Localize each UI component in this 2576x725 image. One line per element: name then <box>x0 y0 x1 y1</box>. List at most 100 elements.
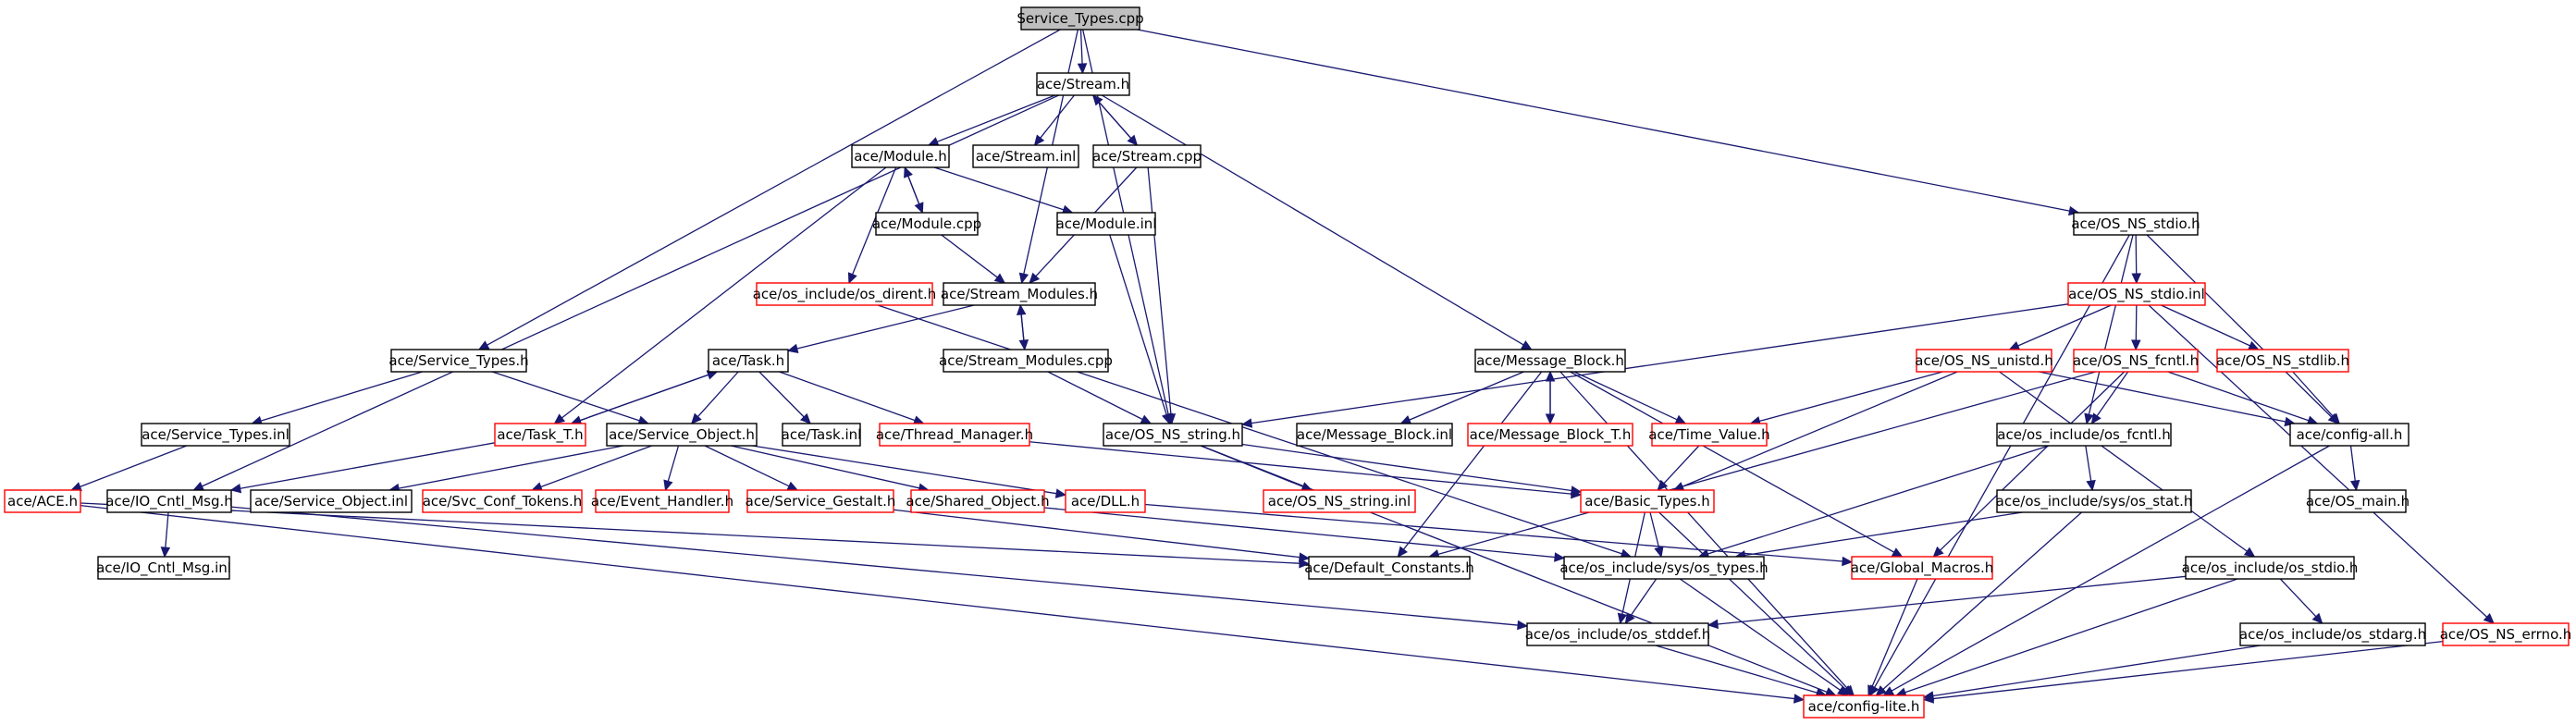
node-box <box>1020 6 1140 31</box>
node-os-ns-errno-h[interactable]: ace/OS_NS_errno.h <box>2440 622 2572 646</box>
node-box <box>708 349 789 373</box>
node-module-inl[interactable]: ace/Module.inl <box>1056 212 1157 236</box>
node-os-ns-stdio-inl[interactable]: ace/OS_NS_stdio.inl <box>2067 282 2206 306</box>
node-service-types-inl[interactable]: ace/Service_Types.inl <box>141 423 290 447</box>
node-shared-object-h[interactable]: ace/Shared_Object.h <box>906 489 1050 513</box>
node-box <box>1263 489 1416 513</box>
edge-module-cpp-to-module-h <box>904 166 923 214</box>
edge-os-ns-stdio-inl-to-os-ns-stdlib-h <box>2161 304 2260 350</box>
node-stream-modules-cpp[interactable]: ace/Stream_Modules.cpp <box>939 349 1113 373</box>
node-svc-conf-tokens-h[interactable]: ace/Svc_Conf_Tokens.h <box>422 489 583 513</box>
node-message-block-inl[interactable]: ace/Message_Block.inl <box>1296 423 1453 447</box>
node-event-handler-h[interactable]: ace/Event_Handler.h <box>591 489 733 513</box>
node-ace-h[interactable]: ace/ACE.h <box>4 489 81 513</box>
edge-os-ns-stdio-inl-to-os-ns-unistd-h <box>2008 304 2112 350</box>
node-os-dirent-h[interactable]: ace/os_include/os_dirent.h <box>753 282 937 306</box>
node-io-cntl-msg-h[interactable]: ace/IO_Cntl_Msg.h <box>105 489 233 513</box>
edge-stream-h-to-message-block-h <box>1101 94 1533 350</box>
node-message-block-t-h[interactable]: ace/Message_Block_T.h <box>1467 423 1633 447</box>
node-io-cntl-msg-inl[interactable]: ace/IO_Cntl_Msg.inl <box>96 556 231 580</box>
node-label: ace/os_include/os_fcntl.h <box>1997 426 2170 444</box>
node-box <box>1996 489 2192 513</box>
node-label: ace/os_include/os_stdio.h <box>2182 559 2359 577</box>
node-label: ace/OS_main.h <box>2306 493 2410 510</box>
node-config-all-h[interactable]: ace/config-all.h <box>2289 423 2410 447</box>
node-box <box>782 423 861 447</box>
node-label: ace/Task_T.h <box>497 426 583 444</box>
node-label: ace/config-all.h <box>2297 426 2403 443</box>
edge-root-to-stream-h <box>1077 29 1088 75</box>
node-root[interactable]: Service_Types.cpp <box>1017 6 1144 31</box>
node-stream-cpp[interactable]: ace/Stream.cpp <box>1092 144 1202 168</box>
node-thread-manager-h[interactable]: ace/Thread_Manager.h <box>876 423 1033 447</box>
node-dll-h[interactable]: ace/DLL.h <box>1065 489 1146 513</box>
node-os-ns-unistd-h[interactable]: ace/OS_NS_unistd.h <box>1915 349 2053 373</box>
edge-os-stdio-h-to-os-stddef-h <box>1707 575 2187 630</box>
node-default-constants-h[interactable]: ace/Default_Constants.h <box>1304 556 1474 580</box>
node-box <box>910 489 1045 513</box>
edge-io-cntl-msg-h-to-io-cntl-msg-inl <box>160 511 171 559</box>
node-time-value-h[interactable]: ace/Time_Value.h <box>1648 423 1770 447</box>
node-module-h[interactable]: ace/Module.h <box>851 144 950 168</box>
node-os-ns-stdio-h[interactable]: ace/OS_NS_stdio.h <box>2071 212 2200 236</box>
node-label: ace/OS_NS_errno.h <box>2440 626 2572 644</box>
node-os-ns-stdlib-h[interactable]: ace/OS_NS_stdlib.h <box>2216 349 2349 373</box>
edge-os-ns-fcntl-h-to-os-fcntl-h <box>2090 371 2129 424</box>
edge-stream-h-to-module-h <box>927 94 1055 147</box>
node-box <box>1036 72 1130 96</box>
edge-os-ns-fcntl-h-to-default-constants-h <box>1428 371 2096 559</box>
node-label: ace/Thread_Manager.h <box>876 426 1033 444</box>
node-task-inl[interactable]: ace/Task.inl <box>782 423 862 447</box>
node-label: ace/Time_Value.h <box>1648 426 1769 444</box>
node-stream-modules-h[interactable]: ace/Stream_Modules.h <box>941 282 1098 306</box>
node-os-types-h[interactable]: ace/os_include/sys/os_types.h <box>1559 556 1769 580</box>
node-os-ns-fcntl-h[interactable]: ace/OS_NS_fcntl.h <box>2073 349 2199 373</box>
node-os-fcntl-h[interactable]: ace/os_include/os_fcntl.h <box>1996 423 2172 447</box>
edge-os-types-h-to-config-lite-h <box>1679 578 1849 696</box>
node-box <box>606 423 758 447</box>
node-os-main-h[interactable]: ace/OS_main.h <box>2306 489 2410 513</box>
node-stream-inl[interactable]: ace/Stream.inl <box>972 144 1079 168</box>
node-box <box>875 212 979 236</box>
node-stream-h[interactable]: ace/Stream.h <box>1036 72 1130 96</box>
node-task-h[interactable]: ace/Task.h <box>708 349 789 373</box>
node-config-lite-h[interactable]: ace/config-lite.h <box>1803 694 1925 719</box>
node-global-macros-h[interactable]: ace/Global_Macros.h <box>1851 556 1994 580</box>
edge-message-block-h-to-config-lite-h <box>1559 371 1855 696</box>
node-service-gestalt-h[interactable]: ace/Service_Gestalt.h <box>746 489 896 513</box>
node-service-object-h[interactable]: ace/Service_Object.h <box>606 423 758 447</box>
node-label: ace/Task.inl <box>782 426 862 443</box>
node-box <box>1803 694 1925 719</box>
node-basic-types-h[interactable]: ace/Basic_Types.h <box>1580 489 1715 513</box>
edge-service-object-h-to-svc-conf-tokens-h <box>531 445 652 492</box>
edge-config-all-h-to-os-main-h <box>2349 445 2360 492</box>
node-task-t-h[interactable]: ace/Task_T.h <box>494 423 586 447</box>
node-os-ns-string-h[interactable]: ace/OS_NS_string.h <box>1103 423 1243 447</box>
node-box <box>1996 423 2172 447</box>
edge-os-ns-stdio-h-to-os-ns-stdio-inl <box>2131 234 2141 285</box>
node-service-object-inl[interactable]: ace/Service_Object.inl <box>250 489 413 513</box>
node-box <box>1474 349 1626 373</box>
edge-module-inl-to-os-ns-string-h <box>1109 234 1172 425</box>
edge-os-ns-unistd-h-to-time-value-h <box>1749 371 1943 426</box>
node-service-types-h[interactable]: ace/Service_Types.h <box>388 349 529 373</box>
node-label: ace/OS_NS_string.h <box>1105 426 1240 444</box>
node-box <box>1308 556 1471 580</box>
node-os-stat-h[interactable]: ace/os_include/sys/os_stat.h <box>1996 489 2193 513</box>
node-label: ace/Svc_Conf_Tokens.h <box>423 493 583 510</box>
node-os-stddef-h[interactable]: ace/os_include/os_stddef.h <box>1525 622 1711 646</box>
edge-stream-modules-h-to-task-h <box>786 304 975 354</box>
node-box <box>1056 212 1156 236</box>
node-os-stdarg-h[interactable]: ace/os_include/os_stdarg.h <box>2239 622 2426 646</box>
node-label: ace/config-lite.h <box>1808 698 1920 715</box>
node-os-ns-string-inl[interactable]: ace/OS_NS_string.inl <box>1263 489 1416 513</box>
node-os-stdio-h[interactable]: ace/os_include/os_stdio.h <box>2182 556 2359 580</box>
node-label: ace/os_include/sys/os_stat.h <box>1996 493 2193 510</box>
node-box <box>250 489 413 513</box>
edge-time-value-h-to-basic-types-h <box>1657 445 1700 491</box>
node-module-cpp[interactable]: ace/Module.cpp <box>872 212 981 236</box>
edge-os-stat-h-to-os-types-h <box>1734 511 2023 560</box>
edge-module-h-to-module-inl <box>933 166 1074 215</box>
node-message-block-h[interactable]: ace/Message_Block.h <box>1474 349 1626 373</box>
node-box <box>1916 349 2052 373</box>
